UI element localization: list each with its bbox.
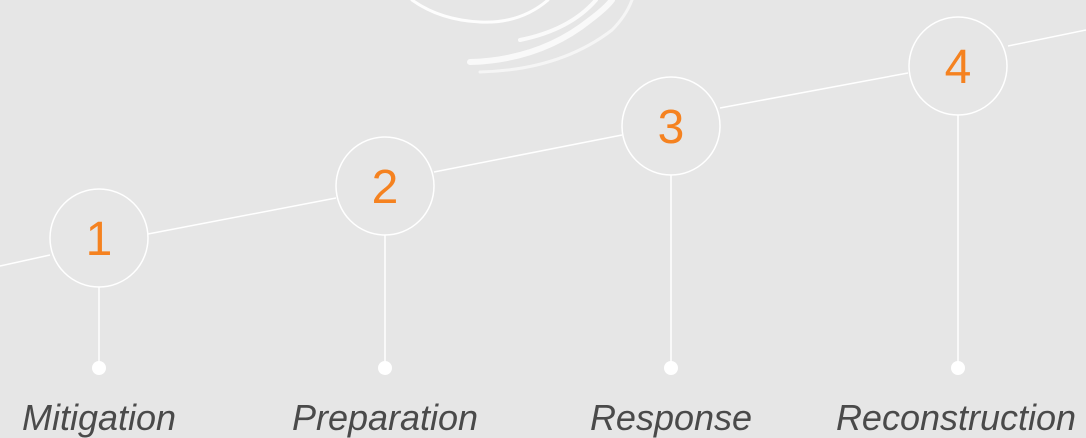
step-dot	[664, 361, 678, 375]
step-4-label: Reconstruction	[835, 397, 1077, 438]
step-4-number: 4	[944, 41, 972, 94]
step-2-number: 2	[371, 161, 399, 214]
step-dot	[92, 361, 106, 375]
step-3-label: Response	[589, 397, 753, 438]
step-dot	[378, 361, 392, 375]
step-dot	[951, 361, 965, 375]
timeline-line	[0, 29, 1086, 267]
step-2-label: Preparation	[291, 397, 479, 438]
step-1-number: 1	[85, 213, 113, 266]
step-1-label: Mitigation	[21, 397, 177, 438]
step-3-number: 3	[657, 101, 685, 154]
swirl-logo-icon	[410, 0, 634, 74]
